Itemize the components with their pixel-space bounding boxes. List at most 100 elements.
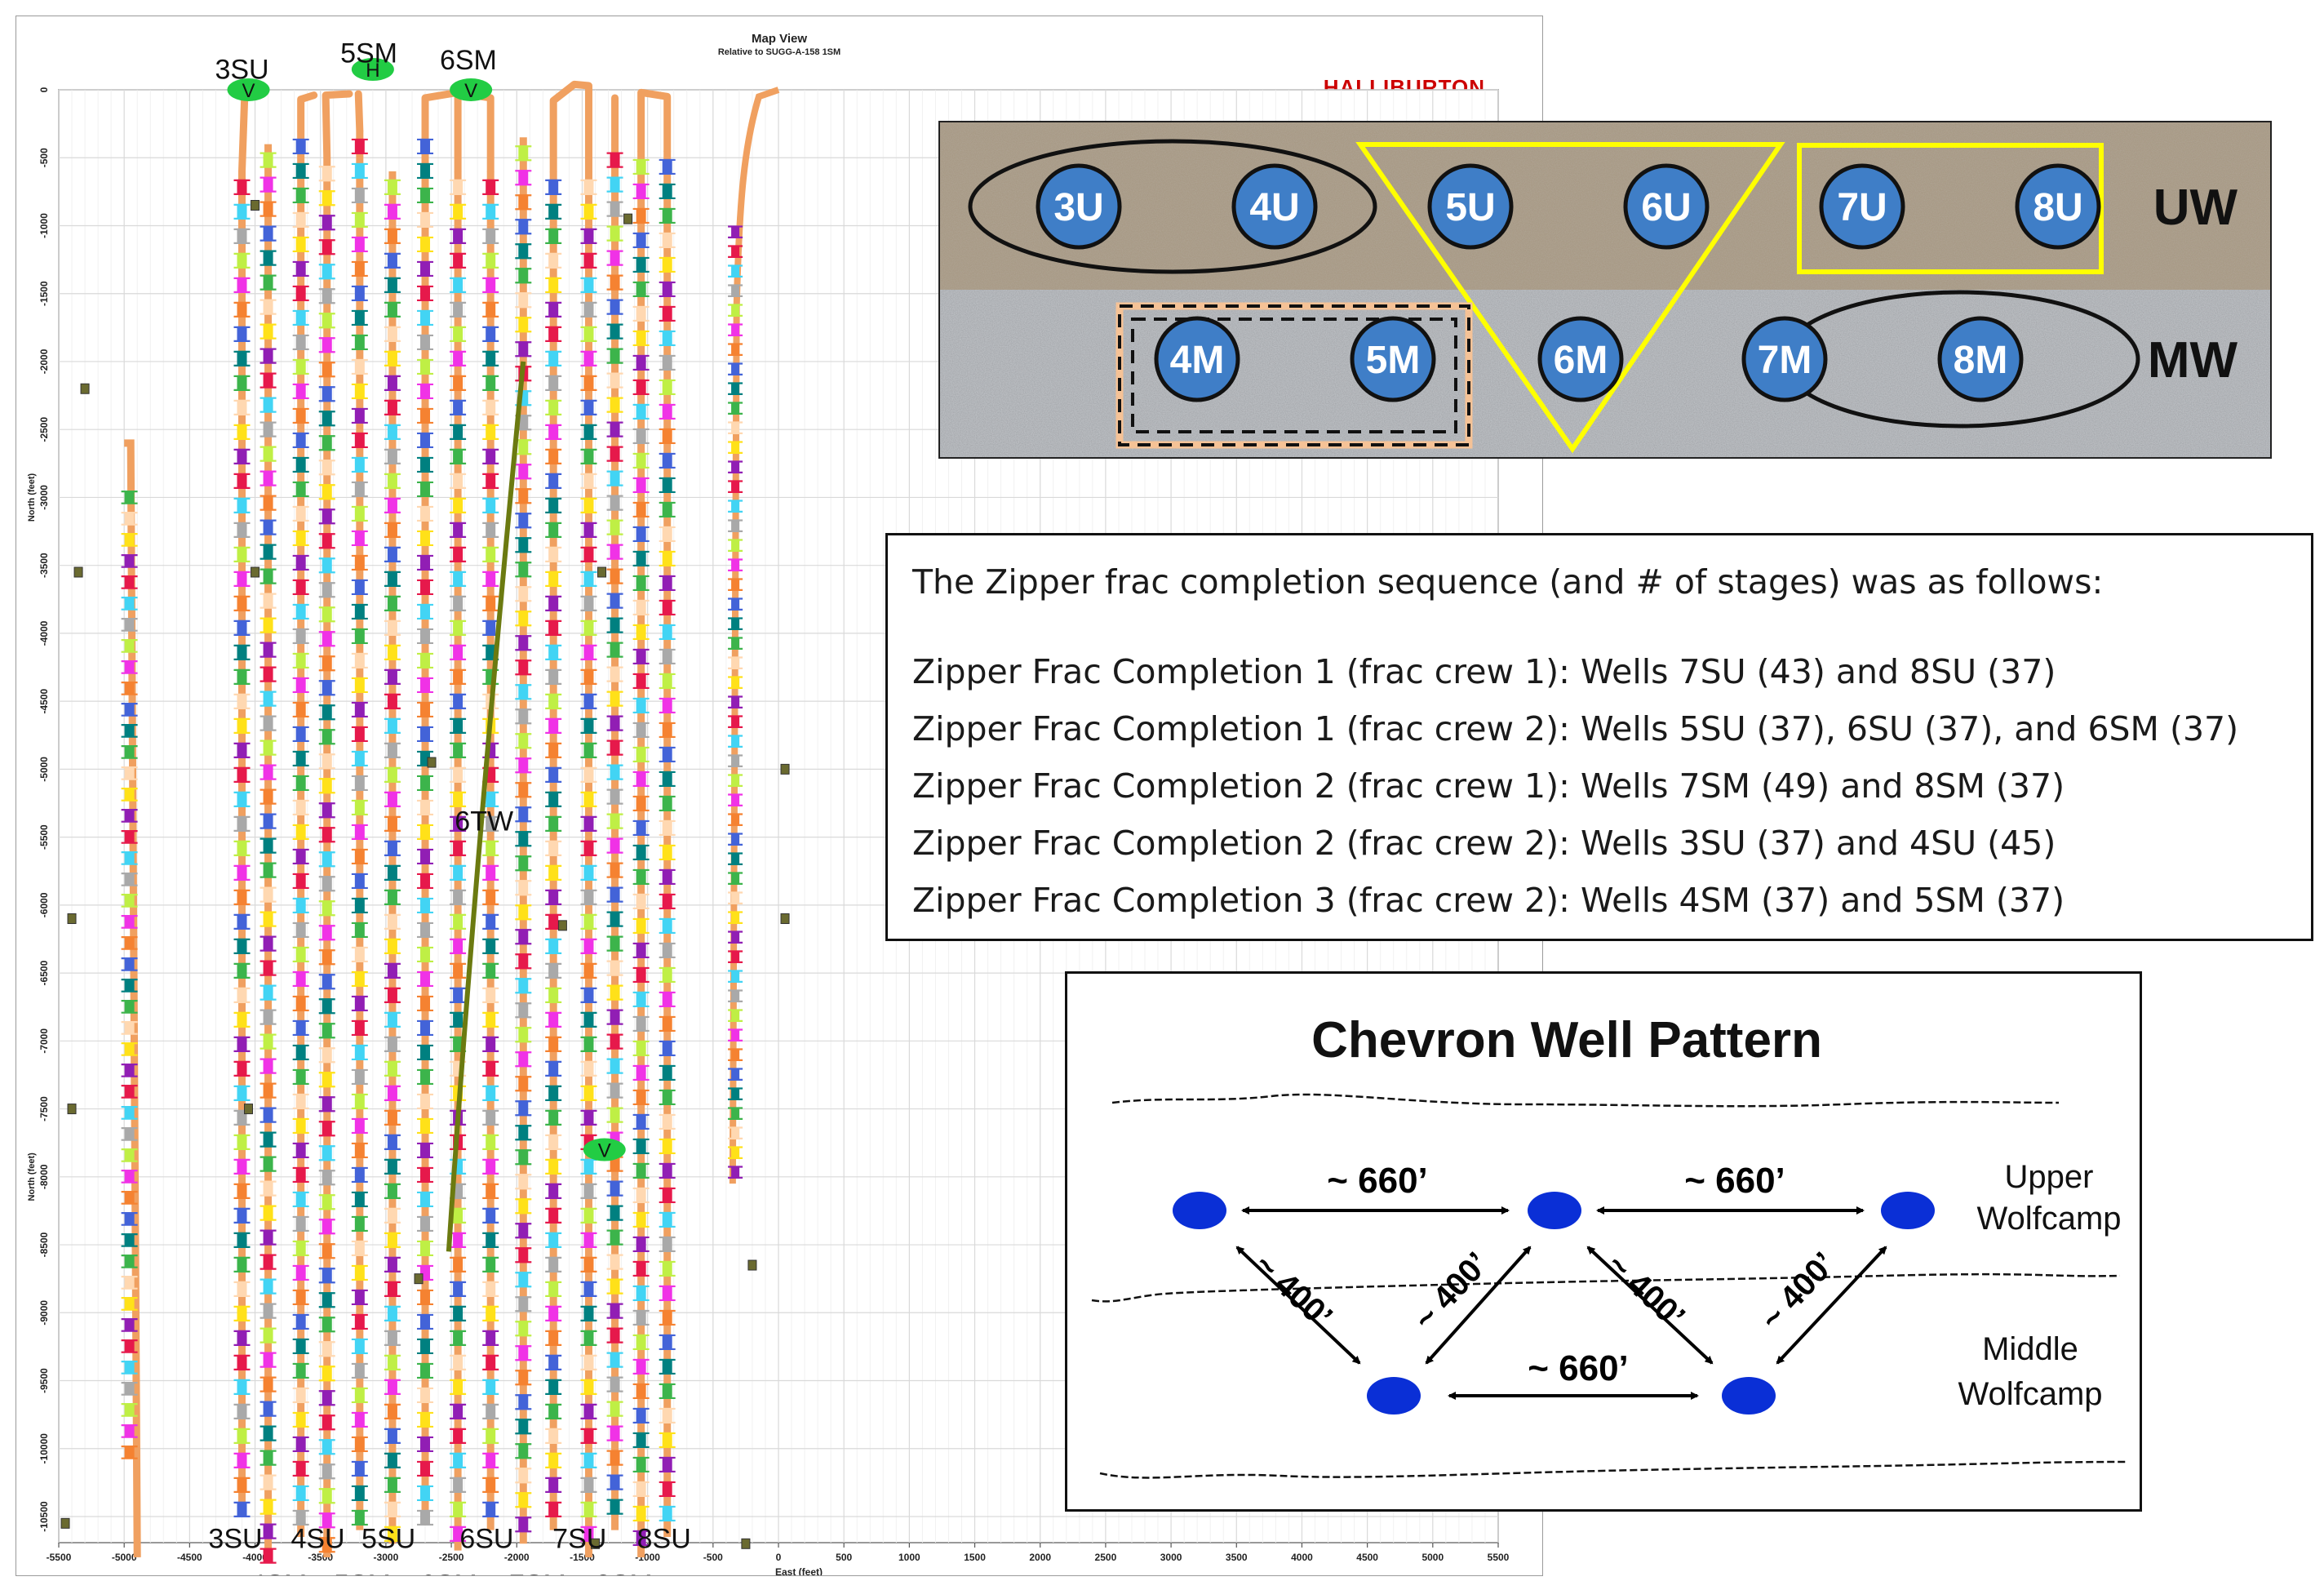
frac-stage xyxy=(662,158,672,175)
frac-stage xyxy=(237,497,247,513)
frac-stage xyxy=(237,1060,247,1077)
frac-stage xyxy=(731,304,740,317)
frac-stage xyxy=(295,775,306,791)
frac-stage xyxy=(662,232,672,248)
frac-stage xyxy=(662,1236,672,1252)
y-tick-label: -6500 xyxy=(38,960,50,985)
frac-stage xyxy=(322,900,332,916)
x-tick-label: -500 xyxy=(703,1552,723,1563)
frac-stage xyxy=(237,1330,247,1346)
frac-stage xyxy=(731,872,740,885)
wellbore-trajectory xyxy=(421,88,462,175)
frac-stage xyxy=(322,337,332,353)
frac-stage xyxy=(237,668,247,685)
frac-stage xyxy=(420,726,431,742)
sequence-line: Zipper Frac Completion 1 (frac crew 1): … xyxy=(912,652,2056,691)
upper-well-6u xyxy=(1623,163,1710,250)
frac-stage xyxy=(518,660,529,675)
middle-wolfcamp-label-1: Middle xyxy=(1982,1331,2078,1367)
frac-stage xyxy=(237,546,247,562)
sequence-line: Zipper Frac Completion 3 (frac crew 2): … xyxy=(912,881,2065,920)
frac-stage xyxy=(237,693,247,709)
frac-stage xyxy=(636,1358,646,1375)
frac-stage xyxy=(420,946,431,962)
frac-stage xyxy=(387,252,397,269)
frac-stage xyxy=(263,960,273,976)
frac-stage xyxy=(548,1036,559,1052)
frac-stage xyxy=(518,904,529,920)
geophone-marker xyxy=(414,1273,424,1285)
frac-stage xyxy=(237,1232,247,1248)
frac-stage xyxy=(518,1223,529,1238)
frac-stage xyxy=(583,962,594,979)
frac-stage xyxy=(636,697,646,713)
frac-stage xyxy=(295,1460,306,1477)
mw-label: MW xyxy=(2148,332,2238,389)
frac-stage xyxy=(124,1382,135,1396)
frac-stage xyxy=(124,618,135,632)
frac-stage xyxy=(295,579,306,595)
frac-stage xyxy=(662,1481,672,1497)
wellbore-trajectory xyxy=(354,90,364,135)
frac-stage xyxy=(636,1481,646,1497)
frac-stage xyxy=(548,497,559,513)
frac-stage xyxy=(322,827,332,842)
frac-stage xyxy=(237,277,247,293)
frac-stage xyxy=(610,446,620,462)
frac-stage xyxy=(420,1142,431,1158)
frac-stage xyxy=(636,868,646,885)
frac-stage xyxy=(731,676,740,689)
frac-stage xyxy=(263,372,273,389)
frac-stage xyxy=(518,464,529,479)
frac-stage xyxy=(583,228,594,244)
frac-stage xyxy=(420,554,431,571)
frac-stage xyxy=(662,501,672,517)
frac-stage xyxy=(322,778,332,793)
frac-stage xyxy=(548,546,559,562)
frac-stage xyxy=(548,228,559,244)
frac-stage xyxy=(453,766,463,783)
frac-stage xyxy=(636,648,646,664)
frac-stage xyxy=(322,631,332,646)
frac-stage xyxy=(263,1033,273,1050)
frac-stage xyxy=(548,962,559,979)
frac-stage xyxy=(124,788,135,802)
frac-stage xyxy=(548,277,559,293)
frac-stage xyxy=(322,851,332,867)
frac-stage xyxy=(295,677,306,693)
frac-stage xyxy=(453,473,463,489)
frac-stage xyxy=(295,873,306,889)
frac-stage xyxy=(486,179,496,195)
frac-stage xyxy=(583,1060,594,1077)
frac-stage xyxy=(583,203,594,220)
frac-stage xyxy=(548,668,559,685)
frac-stage xyxy=(583,1183,594,1199)
frac-stage xyxy=(610,642,620,658)
y-axis-label-bottom: North (feet) xyxy=(27,1153,37,1201)
frac-stage xyxy=(610,764,620,780)
frac-stage xyxy=(548,1232,559,1248)
frac-stage xyxy=(548,1134,559,1150)
frac-stage xyxy=(731,460,740,473)
frac-stage xyxy=(387,546,397,562)
geophone-marker xyxy=(67,913,77,925)
frac-stage xyxy=(731,774,740,787)
frac-stage xyxy=(354,995,365,1011)
frac-stage xyxy=(237,791,247,807)
frac-stage xyxy=(263,911,273,927)
frac-stage xyxy=(610,299,620,315)
frac-stage xyxy=(486,644,496,660)
frac-stage xyxy=(237,1256,247,1272)
frac-stage xyxy=(731,343,740,356)
frac-stage xyxy=(124,1339,135,1353)
frac-stage xyxy=(583,1526,594,1542)
frac-stage xyxy=(731,1126,740,1139)
frac-stage xyxy=(295,603,306,620)
frac-stage xyxy=(124,512,135,526)
frac-stage xyxy=(662,697,672,713)
upper-well-label: 3U xyxy=(1053,186,1103,229)
frac-stage xyxy=(295,1019,306,1036)
frac-stage xyxy=(548,522,559,538)
y-axis-label-top: North (feet) xyxy=(27,473,37,522)
frac-stage xyxy=(263,813,273,829)
